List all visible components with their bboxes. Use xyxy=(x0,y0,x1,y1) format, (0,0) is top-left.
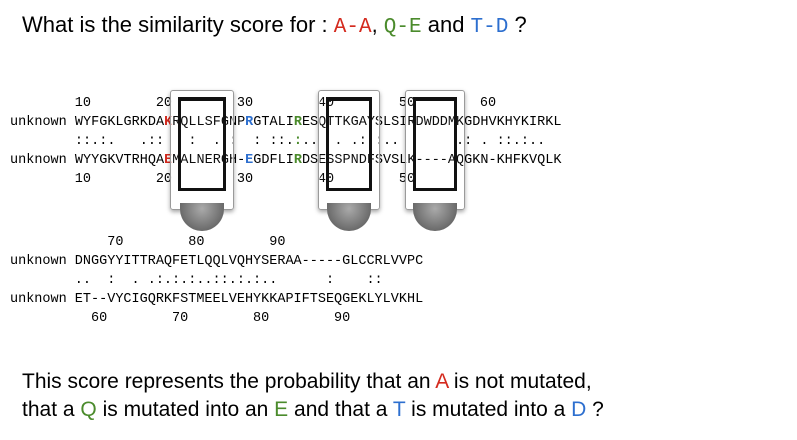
footer-letter-q: Q xyxy=(80,398,97,421)
footer-text-part: ? xyxy=(586,398,604,421)
magnifier-frame xyxy=(326,97,372,191)
pair-a-a: A-A xyxy=(333,16,372,39)
query-seq-1: unknown WYFGKLGRKDAKRQLLSFGNPRGTALIRESQT… xyxy=(10,115,562,130)
magnifier-lens-icon xyxy=(327,203,371,231)
magnifier-frame xyxy=(178,97,226,191)
question-text: What is the similarity score for : A-A, … xyxy=(22,10,527,43)
footer-letter-t: T xyxy=(392,398,406,421)
alignment-block-2: 70 80 90 unknown DNGGYYITTRAQFETLQQLVQHYS… xyxy=(10,233,423,328)
match-line-2: .. : . .:.:.:..::.:.:.. : :: xyxy=(10,273,383,288)
footer-letter-d: D xyxy=(571,398,587,421)
question-and: and xyxy=(421,12,471,37)
magnifier-lens-icon xyxy=(180,203,224,231)
ruler-top-1: 10 20 30 40 50 60 xyxy=(10,96,497,111)
magnifier-q-e xyxy=(405,90,465,231)
footer-text-part: and that a xyxy=(288,398,393,421)
footer-letter-e: E xyxy=(274,398,289,421)
subject-seq-2: unknown ET--VYCIGQRKFSTMEELVEHYKKAPIFTSE… xyxy=(10,292,424,307)
alignment-block-1: 10 20 30 40 50 60 unknown WYFGKLGRKDAKRQL… xyxy=(10,94,561,189)
footer-line-2: that a Q is mutated into an E and that a… xyxy=(22,396,604,424)
pair-t-d: T-D xyxy=(470,16,509,39)
footer-text-part: This score represents the probability th… xyxy=(22,370,436,393)
magnifier-a-a xyxy=(170,90,234,231)
subject-seq-1: unknown WYYGKVTRHQAEMALNERGH-EGDFLIRDSES… xyxy=(10,153,562,168)
magnifier-lens-icon xyxy=(413,203,457,231)
ruler-top-2: 70 80 90 xyxy=(10,235,286,250)
footer-text-part: is mutated into a xyxy=(405,398,572,421)
footer-text-part: is mutated into an xyxy=(96,398,275,421)
footer-text-part: is not mutated, xyxy=(448,370,592,393)
ruler-bottom-1: 10 20 30 40 50 xyxy=(10,172,416,187)
footer-letter-a: A xyxy=(435,370,449,393)
magnifier-frame xyxy=(413,97,457,191)
ruler-bottom-2: 60 70 80 90 xyxy=(10,311,351,326)
magnifier-t-d xyxy=(318,90,380,231)
question-comma: , xyxy=(371,12,384,37)
footer-text-part: that a xyxy=(22,398,81,421)
question-suffix: ? xyxy=(508,12,527,37)
footer-line-1: This score represents the probability th… xyxy=(22,368,604,396)
pair-q-e: Q-E xyxy=(383,16,422,39)
question-prefix: What is the similarity score for : xyxy=(22,12,334,37)
match-line-1: ::.:. .:: : . : : ::.:.. . .:.:.. .: . :… xyxy=(74,134,546,149)
query-seq-2: unknown DNGGYYITTRAQFETLQQLVQHYSERAA----… xyxy=(10,254,424,269)
footer-text: This score represents the probability th… xyxy=(22,368,604,424)
